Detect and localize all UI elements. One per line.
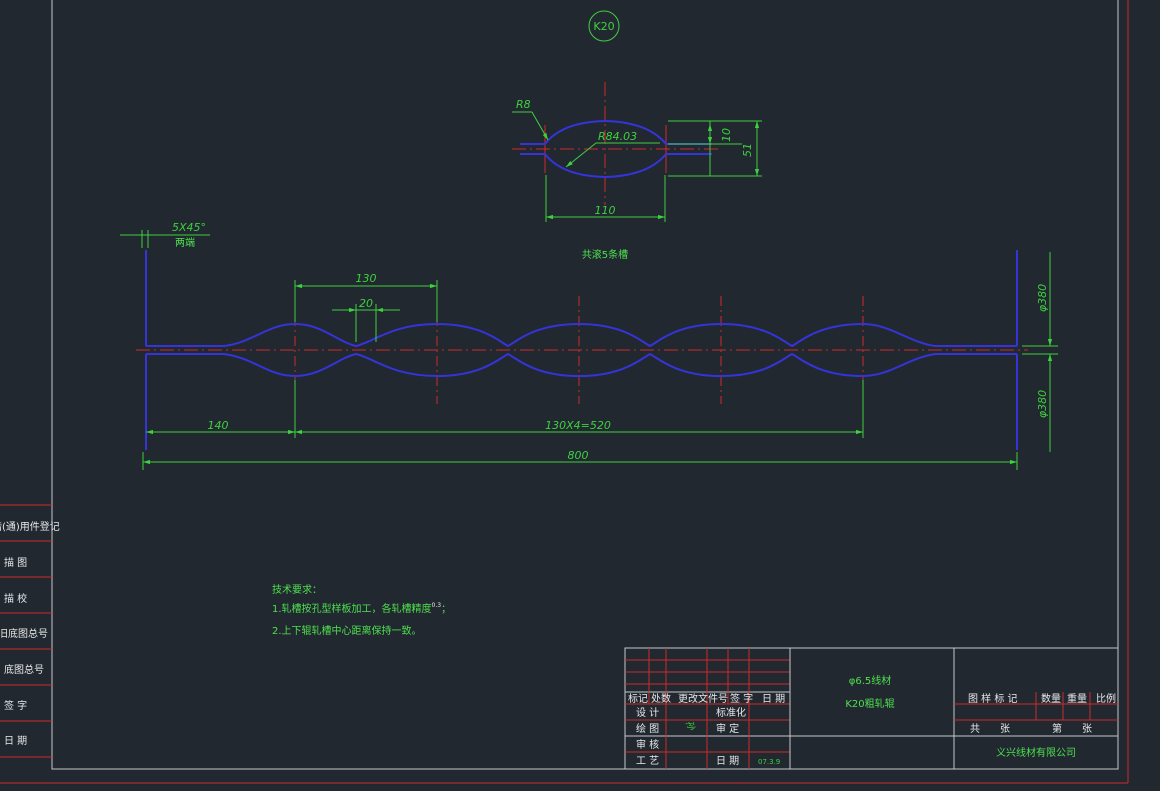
chamfer-size-label: 5X45° (172, 221, 206, 234)
title-header-sign: 签 字 (730, 692, 753, 705)
roll-main-view (136, 250, 1028, 450)
diameter-dimensions: φ380 φ380 (1022, 252, 1058, 452)
part-name-label: K20粗轧辊 (845, 697, 894, 710)
side-table-cell: 借(通)用件登记 (0, 520, 60, 533)
quantity-label: 数量 (1041, 692, 1061, 705)
groove-profile-detail: 110 10 51 R8 R84.03 (512, 82, 762, 222)
designer-label: 设 计 (636, 706, 659, 719)
company-label: 义兴线材有限公司 (996, 746, 1076, 759)
side-table-cell: 旧底图总号 (0, 627, 48, 640)
overall-length-label: 800 (568, 449, 589, 462)
sheet-no-label: 第 (1052, 722, 1062, 735)
length-dimensions: 140 130X4=520 800 (142, 380, 1018, 470)
checker-label: 审 核 (636, 738, 659, 751)
sheets-label: 张 (1000, 723, 1010, 735)
title-header-mark: 标记 (628, 693, 648, 705)
diameter-bottom-label: φ380 (1036, 390, 1049, 418)
profile-r-large-label: R84.03 (598, 130, 637, 143)
technical-requirements: 技术要求： 1.轧槽按孔型样板加工，各轧槽精度0.3； 2.上下辊轧槽中心距离保… (272, 583, 451, 637)
side-table-cell: 日 期 (4, 735, 27, 747)
chamfer-annotation: 5X45° 两端 (120, 221, 210, 249)
profile-total-depth-label: 51 (741, 143, 754, 157)
profile-width-label: 110 (595, 204, 616, 217)
part-badge-label: K20 (593, 20, 614, 33)
side-table-cell: 描 校 (4, 592, 27, 605)
chamfer-note-label: 两端 (175, 236, 195, 249)
designer-signature: 孙 (683, 719, 697, 732)
sheet-border (0, 0, 1129, 784)
left-length-label: 140 (208, 419, 229, 432)
tech-line-1: 1.轧槽按孔型样板加工，各轧槽精度0.3； (272, 602, 451, 615)
approval-label: 审 定 (716, 722, 739, 735)
material-label: φ6.5线材 (849, 674, 892, 687)
side-table-cell: 底图总号 (4, 663, 44, 676)
sheets-label-2: 张 (1082, 723, 1092, 735)
side-table: 借(通)用件登记 描 图 描 校 旧底图总号 底图总号 签 字 日 期 (0, 504, 60, 758)
title-header-count: 处数 (651, 692, 671, 705)
date-label: 日 期 (716, 755, 739, 767)
profile-half-depth-label: 10 (720, 128, 733, 142)
drafter-label: 绘 图 (636, 722, 659, 735)
flat-width-label: 20 (359, 297, 373, 310)
groove-count-note: 共滚5条槽 (582, 248, 628, 261)
scale-label: 比例 (1096, 692, 1116, 705)
pitch-dimension: 130 20 (294, 272, 438, 342)
pitch-total-label: 130X4=520 (545, 419, 611, 432)
weight-label: 重量 (1067, 692, 1087, 705)
standardization-label: 标准化 (716, 706, 746, 719)
part-badge: K20 (588, 10, 620, 42)
tech-line-2: 2.上下辊轧槽中心距离保持一致。 (272, 624, 422, 637)
diameter-top-label: φ380 (1036, 284, 1049, 312)
title-header-date: 日 期 (762, 693, 785, 705)
drawing-mark-label: 图 样 标 记 (968, 692, 1018, 705)
date-value: 07.3.9 (758, 758, 780, 766)
tech-title: 技术要求： (272, 583, 322, 596)
title-header-change-doc: 更改文件号 (678, 692, 728, 705)
title-block: 标记 处数 更改文件号 签 字 日 期 设 计 绘 图 审 核 工 艺 孙 标准… (624, 647, 1119, 770)
process-label: 工 艺 (636, 755, 659, 767)
side-table-cell: 签 字 (4, 699, 27, 712)
side-table-cell: 描 图 (4, 556, 27, 569)
total-label: 共 (970, 723, 980, 735)
profile-r-small-label: R8 (516, 98, 531, 111)
pitch-label: 130 (356, 272, 377, 285)
